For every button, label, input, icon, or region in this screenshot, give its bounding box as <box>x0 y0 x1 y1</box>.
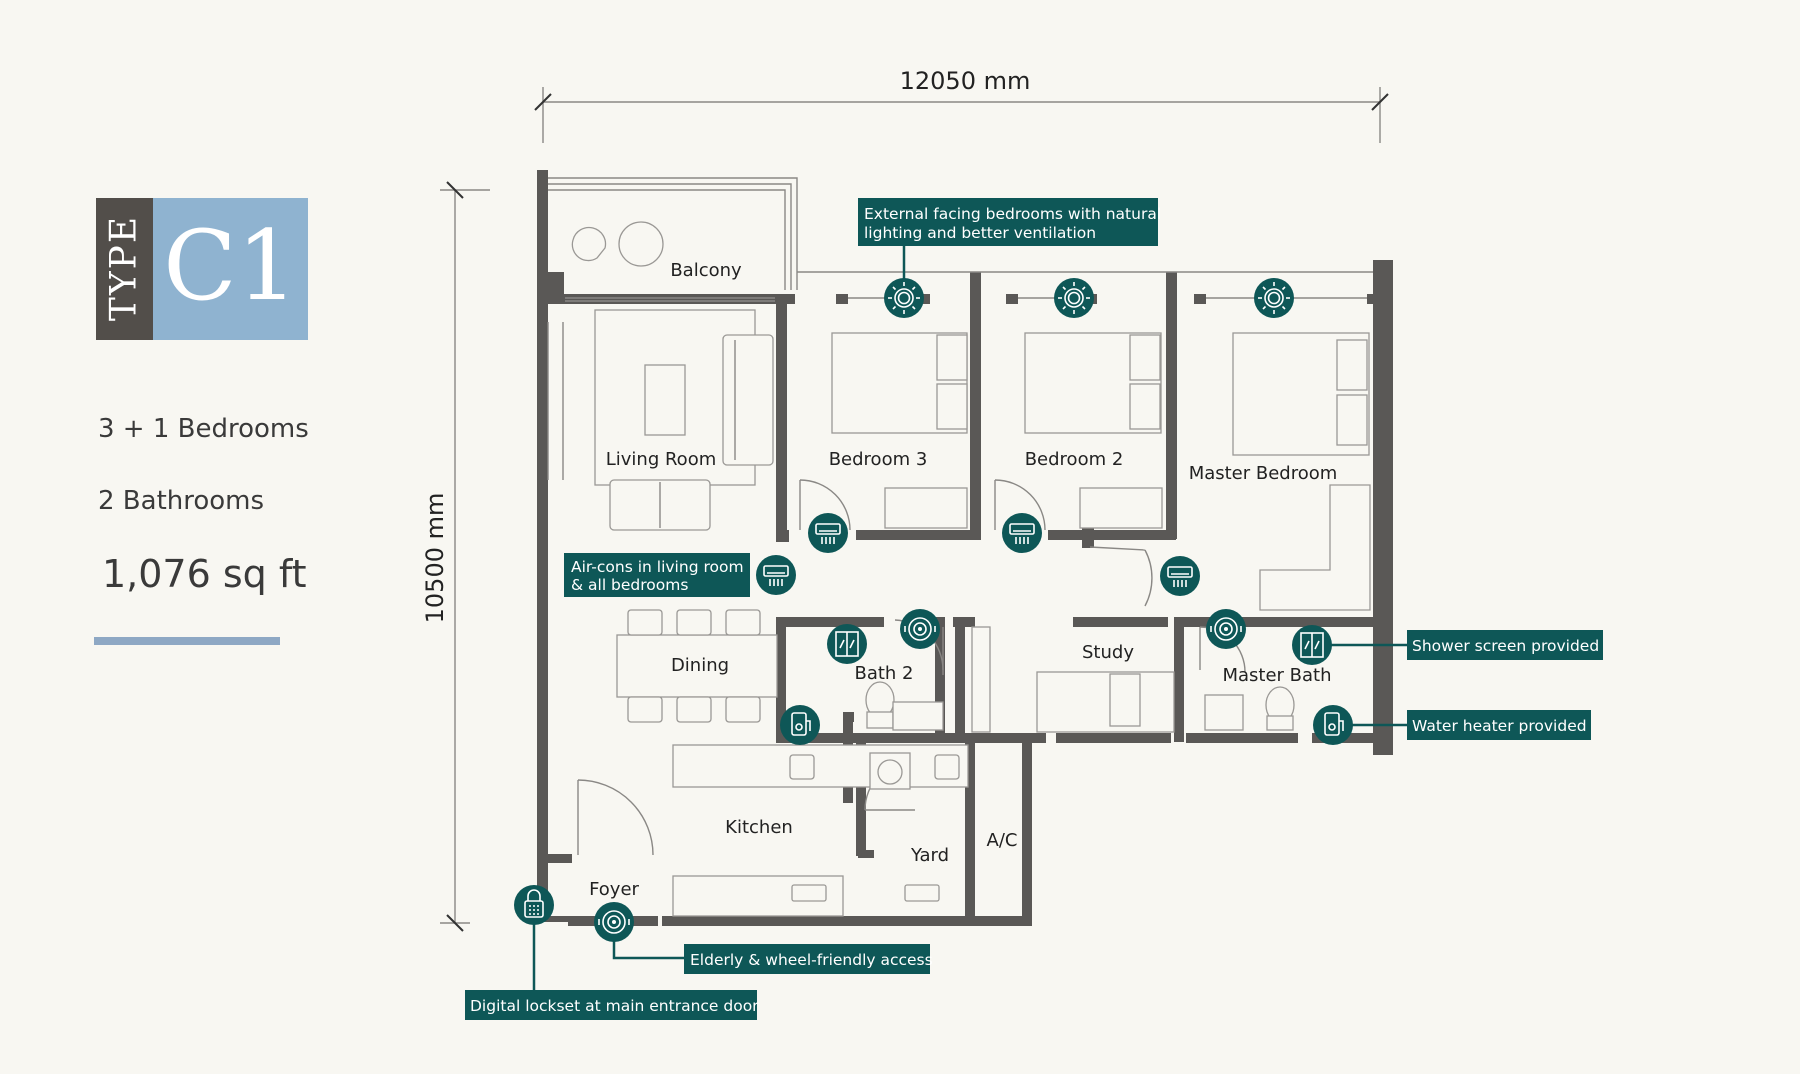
study-furniture <box>971 626 1175 733</box>
callout-ventilation-line1: External facing bedrooms with natural <box>864 205 1161 223</box>
room-label-bedroom3: Bedroom 3 <box>829 449 928 470</box>
room-label-dining: Dining <box>671 655 729 676</box>
room-labels: Balcony Living Room Bedroom 3 Bedroom 2 … <box>589 260 1337 900</box>
shower-screen-icon <box>827 624 867 664</box>
icon-markers <box>514 278 1353 942</box>
callout-ventilation-line2: lighting and better ventilation <box>864 224 1096 242</box>
callout-elderly-text: Elderly & wheel-friendly access <box>690 951 933 969</box>
callout-shower: Shower screen provided <box>1407 630 1603 660</box>
sun-icon <box>884 278 924 318</box>
width-dimension: 12050 mm <box>534 67 1389 143</box>
dining-furniture <box>616 609 778 723</box>
room-label-ac: A/C <box>987 830 1018 851</box>
callout-heater-text: Water heater provided <box>1412 717 1587 735</box>
bedrooms-spec: 3 + 1 Bedrooms <box>98 414 309 444</box>
spec-divider <box>94 637 280 645</box>
windows <box>547 271 1373 480</box>
aircon-icon <box>808 513 848 553</box>
callout-lockset: Digital lockset at main entrance door <box>465 990 759 1020</box>
water-heater-icon <box>780 705 820 745</box>
living-furniture <box>594 309 774 531</box>
balcony-chair <box>571 226 607 262</box>
room-label-master-bath: Master Bath <box>1222 665 1331 686</box>
shower-screen-icon <box>1292 625 1332 665</box>
walls <box>537 170 1393 926</box>
callout-heater: Water heater provided <box>1407 710 1591 740</box>
wheel-access-icon <box>1206 609 1246 649</box>
room-label-master-bedroom: Master Bedroom <box>1189 463 1338 484</box>
balcony-railing <box>548 177 798 290</box>
room-label-bath2: Bath 2 <box>854 663 913 684</box>
callout-ventilation: External facing bedrooms with natural li… <box>858 198 1161 246</box>
aircon-icon <box>756 555 796 595</box>
sun-icon <box>1254 278 1294 318</box>
bedroom-furniture <box>831 332 1371 611</box>
unit-type-code: C1 <box>163 210 298 322</box>
sun-icon <box>1054 278 1094 318</box>
room-label-balcony: Balcony <box>670 260 742 281</box>
room-label-study: Study <box>1082 642 1134 663</box>
callout-aircon-line1: Air-cons in living room <box>571 558 744 576</box>
room-label-kitchen: Kitchen <box>725 817 793 838</box>
balcony-table <box>618 221 664 267</box>
callout-aircon-line2: & all bedrooms <box>571 576 688 594</box>
callout-lockset-text: Digital lockset at main entrance door <box>470 997 759 1015</box>
callout-shower-text: Shower screen provided <box>1412 637 1599 655</box>
wheel-access-icon <box>900 609 940 649</box>
type-badge: TYPE C1 <box>96 198 308 340</box>
room-label-bedroom2: Bedroom 2 <box>1025 449 1124 470</box>
room-label-living: Living Room <box>606 449 717 470</box>
callout-aircon: Air-cons in living room & all bedrooms <box>564 553 750 597</box>
width-dimension-label: 12050 mm <box>900 67 1031 95</box>
type-badge-dark-panel <box>96 198 153 340</box>
height-dimension: 10500 mm <box>421 181 490 932</box>
callout-elderly: Elderly & wheel-friendly access <box>684 944 933 974</box>
kitchen-fixtures <box>672 744 969 917</box>
aircon-icon <box>1160 556 1200 596</box>
type-badge-blue-panel <box>153 198 308 340</box>
aircon-icon <box>1002 513 1042 553</box>
digital-lock-icon <box>514 885 554 925</box>
room-label-yard: Yard <box>910 845 949 866</box>
room-label-foyer: Foyer <box>589 879 639 900</box>
water-heater-icon <box>1313 705 1353 745</box>
height-dimension-label: 10500 mm <box>421 493 449 624</box>
area-spec: 1,076 sq ft <box>102 552 307 596</box>
wheel-access-icon <box>594 902 634 942</box>
bath-fixtures <box>865 681 1295 731</box>
bathrooms-spec: 2 Bathrooms <box>98 486 265 516</box>
